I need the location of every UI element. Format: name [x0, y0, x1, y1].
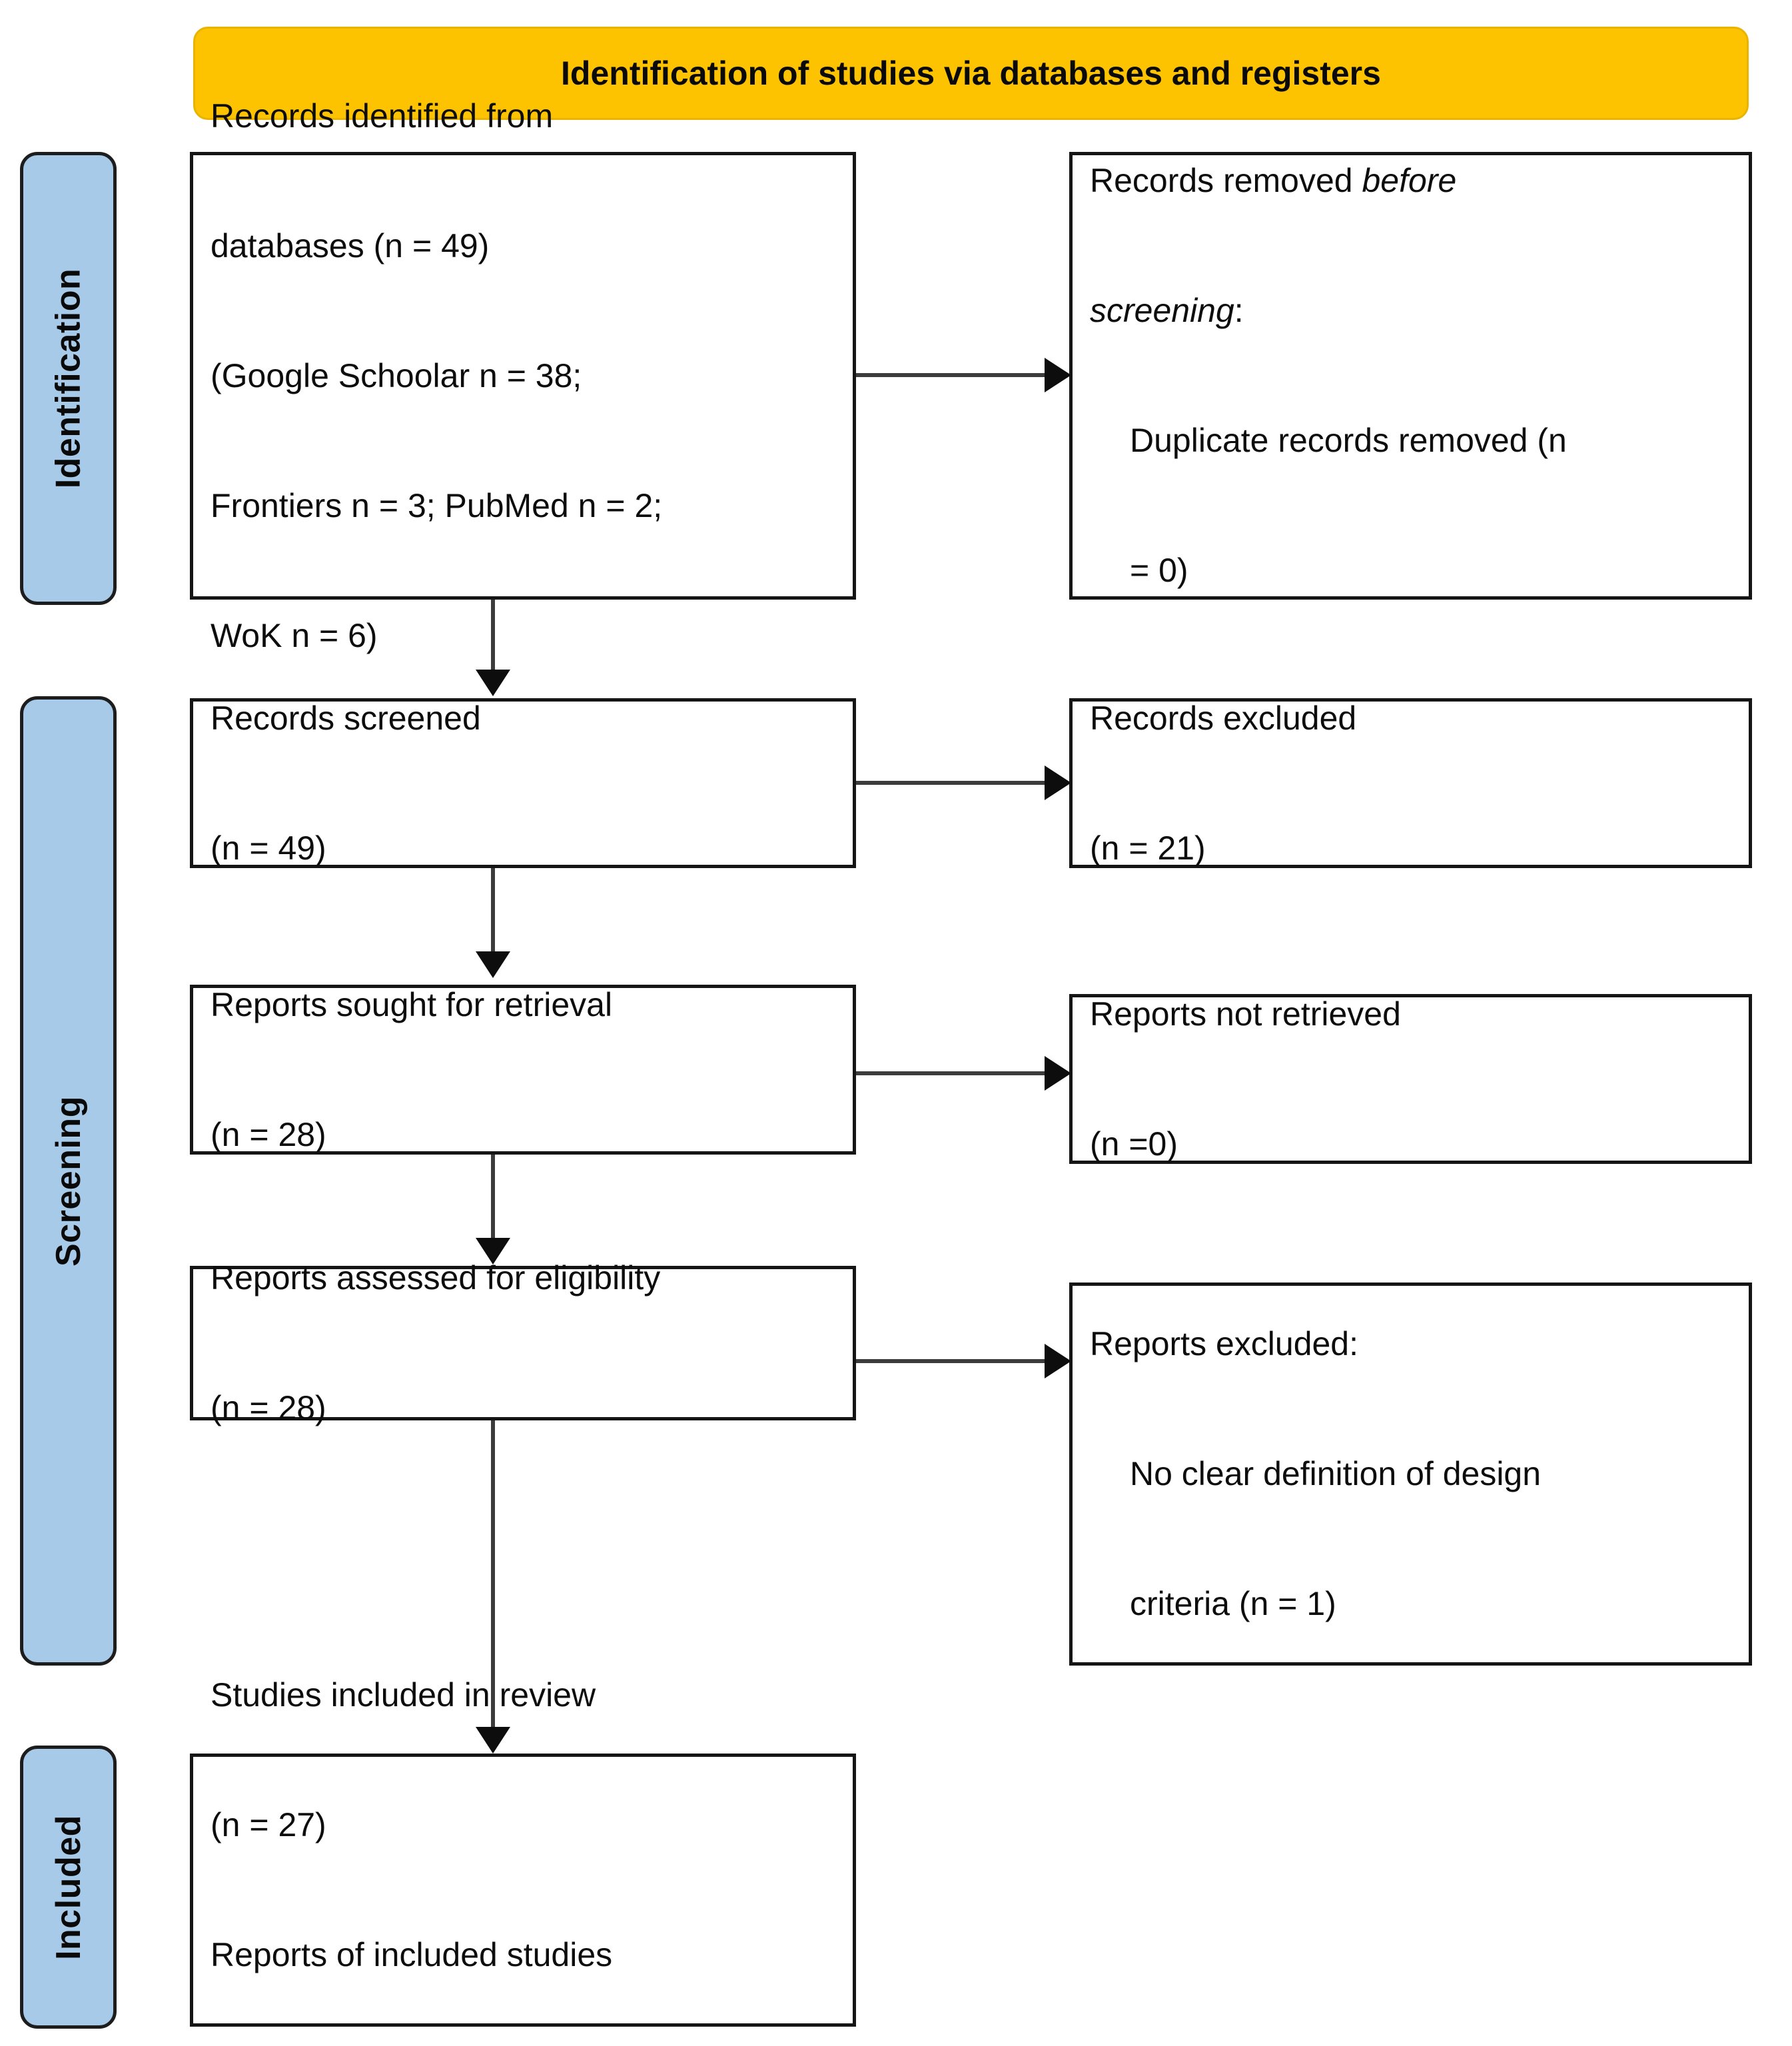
- connector-sought-to-not-retrieved: [856, 1071, 1046, 1075]
- connector-screened-to-excluded: [856, 781, 1046, 785]
- arrowhead-sought-to-not-retrieved: [1045, 1056, 1071, 1091]
- records-identified-line-4: Frontiers n = 3; PubMed n = 2;: [211, 486, 663, 524]
- arrowhead-screened-to-sought: [476, 951, 510, 978]
- connector-assessed-to-excluded: [856, 1359, 1046, 1363]
- records-removed-line-1-italic: before: [1362, 162, 1457, 199]
- reports-not-retrieved-line-1: Reports not retrieved: [1090, 995, 1401, 1033]
- arrowhead-sought-to-assessed: [476, 1238, 510, 1265]
- reports-sought-line-2: (n = 28): [211, 1115, 326, 1153]
- box-reports-assessed: Reports assessed for eligibility (n = 28…: [190, 1259, 856, 1426]
- studies-included-line-3: Reports of included studies: [211, 1936, 613, 1973]
- connector-assessed-to-included: [491, 1420, 495, 1730]
- reports-not-retrieved-line-2: (n =0): [1090, 1125, 1178, 1163]
- box-records-screened-text: Records screened (n = 49): [193, 610, 853, 957]
- phase-tab-included-label: Included: [49, 1814, 88, 1960]
- box-records-excluded: Records excluded (n = 21): [1069, 698, 1752, 868]
- phase-tab-screening: Screening: [20, 696, 117, 1666]
- reports-excluded-line-1: Reports excluded:: [1090, 1325, 1359, 1362]
- records-removed-line-4-text: = 0): [1130, 552, 1188, 589]
- records-removed-line-1-plain: Records removed: [1090, 162, 1362, 199]
- records-removed-line-3-text: Duplicate records removed (n: [1130, 422, 1567, 459]
- banner-title: Identification of studies via databases …: [561, 55, 1381, 92]
- box-reports-assessed-text: Reports assessed for eligibility (n = 28…: [193, 1170, 853, 1516]
- arrowhead-identified-to-removed: [1045, 358, 1071, 392]
- studies-included-line-1: Studies included in review: [211, 1676, 596, 1714]
- box-records-screened: Records screened (n = 49): [190, 698, 856, 868]
- box-reports-excluded-text: Reports excluded: No clear definition of…: [1073, 1236, 1749, 1712]
- arrowhead-screened-to-excluded: [1045, 766, 1071, 800]
- connector-sought-to-assessed: [491, 1155, 495, 1241]
- arrowhead-assessed-to-included: [476, 1727, 510, 1754]
- records-identified-line-3: (Google Schoolar n = 38;: [211, 356, 582, 394]
- records-identified-line-5: WoK n = 6): [211, 616, 378, 654]
- phase-tab-identification-label: Identification: [49, 268, 88, 489]
- box-records-identified: Records identified from databases (n = 4…: [190, 97, 856, 654]
- studies-included-line-2: (n = 27): [211, 1806, 326, 1843]
- reports-assessed-line-2: (n = 28): [211, 1389, 326, 1426]
- reports-excluded-line-3-text: criteria (n = 1): [1130, 1585, 1336, 1622]
- arrowhead-identified-to-screened: [476, 670, 510, 696]
- box-reports-not-retrieved-text: Reports not retrieved (n =0): [1073, 906, 1749, 1253]
- box-studies-included-text: Studies included in review (n = 27) Repo…: [193, 1587, 853, 2046]
- connector-screened-to-sought: [491, 868, 495, 955]
- arrowhead-assessed-to-excluded: [1045, 1344, 1071, 1378]
- records-identified-line-2: databases (n = 49): [211, 227, 490, 264]
- records-screened-line-2: (n = 49): [211, 829, 326, 867]
- connector-identified-to-removed: [856, 373, 1046, 377]
- phase-tab-included: Included: [20, 1746, 117, 2029]
- reports-excluded-line-2-text: No clear definition of design: [1130, 1455, 1542, 1492]
- phase-tab-screening-label: Screening: [49, 1095, 88, 1267]
- box-records-identified-text: Records identified from databases (n = 4…: [193, 8, 853, 744]
- box-records-removed-text: Records removed before screening: Duplic…: [1073, 73, 1749, 679]
- box-records-removed: Records removed before screening: Duplic…: [1069, 152, 1752, 600]
- box-reports-sought: Reports sought for retrieval (n = 28): [190, 985, 856, 1155]
- reports-assessed-line-1: Reports assessed for eligibility: [211, 1259, 661, 1296]
- records-removed-line-2-italic: screening: [1090, 292, 1234, 329]
- box-reports-sought-text: Reports sought for retrieval (n = 28): [193, 897, 853, 1243]
- records-excluded-line-2: (n = 21): [1090, 829, 1206, 867]
- records-removed-line-4: = 0): [1090, 549, 1731, 592]
- records-removed-line-3: Duplicate records removed (n: [1090, 419, 1731, 462]
- reports-sought-line-1: Reports sought for retrieval: [211, 985, 613, 1023]
- banner-identification-header: Identification of studies via databases …: [193, 27, 1749, 120]
- phase-tab-identification: Identification: [20, 152, 117, 605]
- box-reports-excluded: Reports excluded: No clear definition of…: [1069, 1282, 1752, 1666]
- reports-excluded-line-2: No clear definition of design: [1090, 1452, 1731, 1496]
- box-records-excluded-text: Records excluded (n = 21): [1073, 610, 1749, 957]
- records-excluded-line-1: Records excluded: [1090, 699, 1357, 737]
- records-removed-line-1: Records removed before: [1090, 159, 1731, 203]
- connector-identified-to-screened: [491, 600, 495, 673]
- reports-excluded-line-3: criteria (n = 1): [1090, 1582, 1731, 1626]
- box-studies-included: Studies included in review (n = 27) Repo…: [190, 1676, 856, 2027]
- records-screened-line-1: Records screened: [211, 699, 481, 737]
- records-identified-line-1: Records identified from: [211, 97, 554, 135]
- box-reports-not-retrieved: Reports not retrieved (n =0): [1069, 994, 1752, 1164]
- records-removed-line-2: screening:: [1090, 289, 1731, 332]
- records-removed-line-2-tail: :: [1234, 292, 1244, 329]
